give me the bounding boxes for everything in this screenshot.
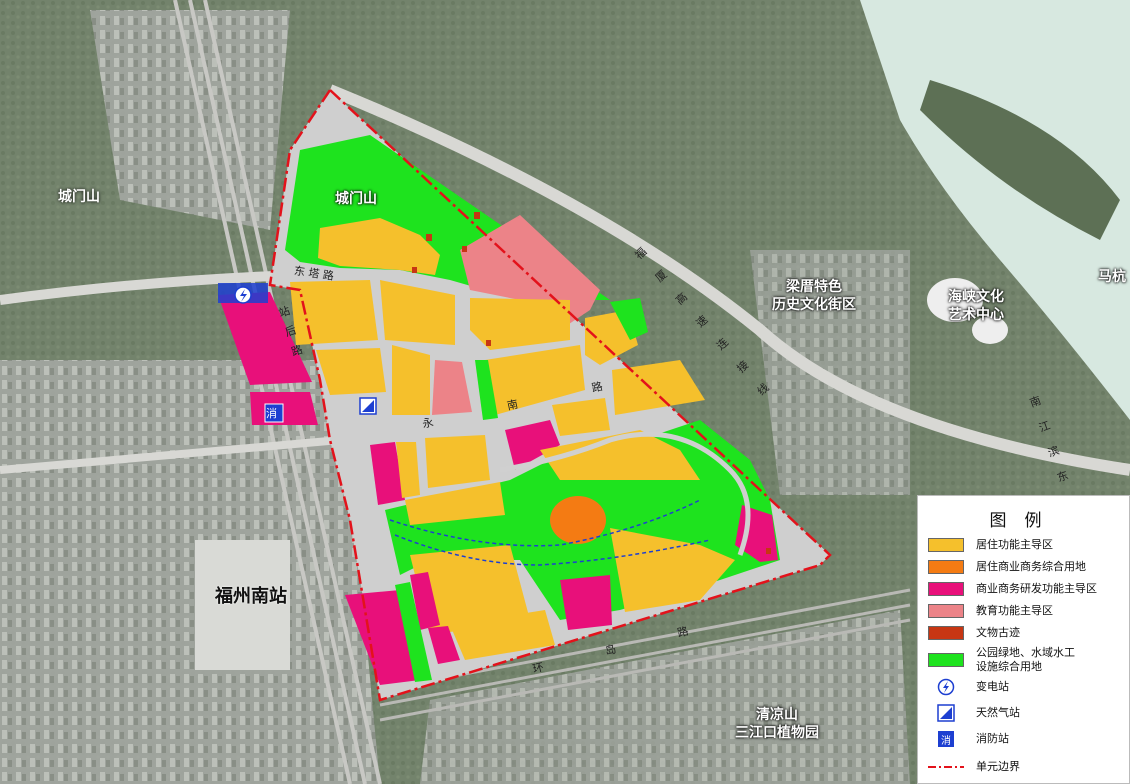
swatch-mixed: [928, 560, 964, 574]
zone-res-5: [316, 348, 386, 395]
zone-res-south: [450, 610, 555, 660]
label-chengmenshan-west: 城门山: [58, 189, 100, 205]
park-road: [499, 431, 751, 556]
zone-residential-north: [318, 218, 440, 275]
substation-icon: [234, 286, 252, 304]
zone-res-1: [290, 280, 378, 345]
zone-mixed-core: [550, 496, 606, 544]
zone-res-park-4: [610, 528, 735, 612]
label-fuzhou-south: 福州南站: [215, 586, 287, 607]
fire-station-icon: [264, 403, 284, 423]
unit-boundary-line: [268, 88, 832, 702]
city-south: [420, 610, 910, 784]
zone-commercial-west: [218, 292, 312, 385]
legend-label: 居住商业商务综合用地: [976, 560, 1086, 573]
legend-label: 单元边界: [976, 760, 1020, 773]
zone-res-sw-1: [396, 442, 420, 498]
fire-icon: 消: [928, 730, 964, 748]
city-west: [0, 360, 380, 784]
swatch-green: [928, 653, 964, 667]
swatch-education: [928, 604, 964, 618]
map-legend: 图例 居住功能主导区 居住商业商务综合用地 商业商务研发功能主导区 教育功能主导…: [917, 495, 1130, 784]
zone-comm-mid: [505, 420, 560, 470]
label-mahang: 马杭: [1098, 269, 1126, 285]
gas-icon: [928, 704, 964, 722]
zone-res-park-1: [405, 482, 505, 525]
legend-label: 天然气站: [976, 706, 1020, 719]
legend-label: 居住功能主导区: [976, 538, 1053, 551]
zone-res-7: [485, 345, 585, 415]
label-qingliang: 清凉山 三江口植物园: [735, 707, 819, 741]
swatch-commercial: [928, 582, 964, 596]
highway-northwest: [0, 270, 301, 305]
gas-station-icon: [359, 397, 377, 415]
legend-item-boundary: 单元边界: [928, 758, 1020, 776]
zone-green-sw: [395, 582, 432, 682]
legend-label: 商业商务研发功能主导区: [976, 582, 1097, 595]
city-east: [750, 250, 910, 495]
zone-green-strip-1: [475, 360, 498, 420]
legend-item-gas: 天然气站: [928, 704, 1020, 722]
zone-commercial-west-2: [250, 392, 318, 425]
legend-item-heritage: 文物古迹: [928, 626, 1020, 640]
legend-label: 教育功能主导区: [976, 604, 1053, 617]
legend-label: 文物古迹: [976, 626, 1020, 639]
fire-station-glyph: 消: [266, 407, 277, 420]
legend-item-green: 公园绿地、水域水工 设施综合用地: [928, 646, 1075, 674]
zone-comm-sw-1: [370, 442, 405, 505]
art-center-2: [972, 316, 1008, 344]
legend-title: 图例: [989, 511, 1060, 531]
heritage-5: [486, 340, 491, 346]
fire-icon-glyph: 消: [938, 731, 954, 747]
swatch-heritage: [928, 626, 964, 640]
heritage-2: [426, 234, 432, 241]
legend-item-mixed: 居住商业商务综合用地: [928, 560, 1086, 574]
label-haixia: 海峡文化 艺术中心: [948, 289, 1004, 323]
station-building: [195, 540, 290, 670]
heritage-4: [412, 267, 417, 273]
legend-label: 公园绿地、水域水工 设施综合用地: [976, 646, 1075, 673]
legend-item-substation: 变电站: [928, 678, 1009, 696]
highway-east: [327, 84, 1130, 476]
zone-res-8: [612, 360, 705, 415]
lightning-icon: [928, 678, 964, 696]
water-path-2: [394, 534, 711, 566]
zone-comm-park-south: [560, 575, 612, 630]
legend-label: 消防站: [976, 732, 1009, 745]
river-island: [920, 80, 1120, 240]
heritage-3: [462, 246, 467, 252]
label-chengmenshan-inside: 城门山: [335, 191, 377, 207]
water-path-1: [389, 499, 701, 547]
zone-res-park-3: [410, 545, 530, 635]
heritage-6: [766, 548, 771, 554]
zone-res-6: [392, 345, 430, 415]
heritage-1: [474, 212, 480, 219]
legend-item-education: 教育功能主导区: [928, 604, 1053, 618]
rail-south: [379, 588, 911, 722]
zone-res-9: [552, 398, 610, 436]
city-north: [90, 10, 290, 230]
zone-edu-central: [432, 360, 472, 415]
legend-label: 变电站: [976, 680, 1009, 693]
label-liangcuo: 梁厝特色 历史文化街区: [772, 279, 856, 313]
boundary-line-icon: [928, 758, 964, 776]
zone-res-sw-2: [425, 435, 490, 488]
swatch-residential: [928, 538, 964, 552]
legend-item-fire: 消 消防站: [928, 730, 1009, 748]
art-center-1: [927, 278, 983, 322]
zone-res-park-2: [540, 430, 700, 480]
zone-comm-sw-3: [428, 626, 460, 664]
zone-res-2: [380, 280, 455, 345]
zone-res-3: [470, 298, 570, 350]
legend-item-commercial: 商业商务研发功能主导区: [928, 582, 1097, 596]
zone-green-strip-2: [610, 298, 648, 340]
highway-west-road: [0, 436, 341, 474]
legend-item-residential: 居住功能主导区: [928, 538, 1053, 552]
